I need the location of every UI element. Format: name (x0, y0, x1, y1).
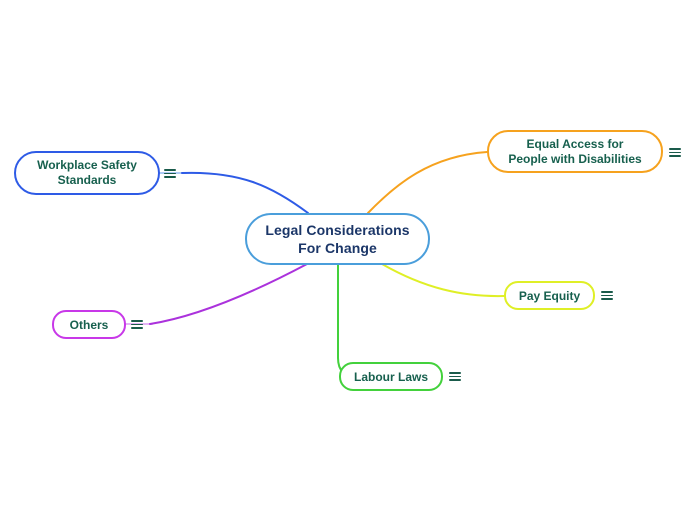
node-equal-access-disabilities[interactable]: Equal Access for People with Disabilitie… (487, 130, 663, 173)
menu-icon[interactable] (601, 291, 613, 300)
menu-icon[interactable] (449, 372, 461, 381)
node-label-line2: Standards (57, 173, 117, 187)
node-label-line1: Pay Equity (518, 288, 581, 303)
node-label-line2: People with Disabilities (508, 151, 642, 166)
node-label-line1: Workplace Safety (37, 158, 137, 172)
menu-icon[interactable] (131, 320, 143, 329)
node-others[interactable]: Others (52, 310, 126, 339)
menu-icon[interactable] (669, 148, 681, 157)
node-labour-laws[interactable]: Labour Laws (339, 362, 443, 391)
connector-equal-access (367, 151, 488, 214)
root-node-legal-considerations[interactable]: Legal Considerations For Change (245, 213, 430, 265)
connector-labour-laws (336, 261, 359, 378)
menu-icon[interactable] (164, 169, 176, 178)
node-label-line1: Labour Laws (353, 369, 428, 384)
connector-others (149, 263, 308, 325)
connector-pay-equity (381, 263, 505, 298)
root-node-label-line1: Legal Considerations (265, 222, 410, 238)
root-node-label-line2: For Change (298, 240, 377, 256)
node-workplace-safety-standards[interactable]: Workplace Safety Standards (14, 151, 160, 195)
node-pay-equity[interactable]: Pay Equity (504, 281, 595, 310)
connector-workplace-safety (181, 171, 309, 214)
node-label-line1: Equal Access for (526, 136, 624, 151)
node-label-line1: Others (69, 317, 109, 332)
